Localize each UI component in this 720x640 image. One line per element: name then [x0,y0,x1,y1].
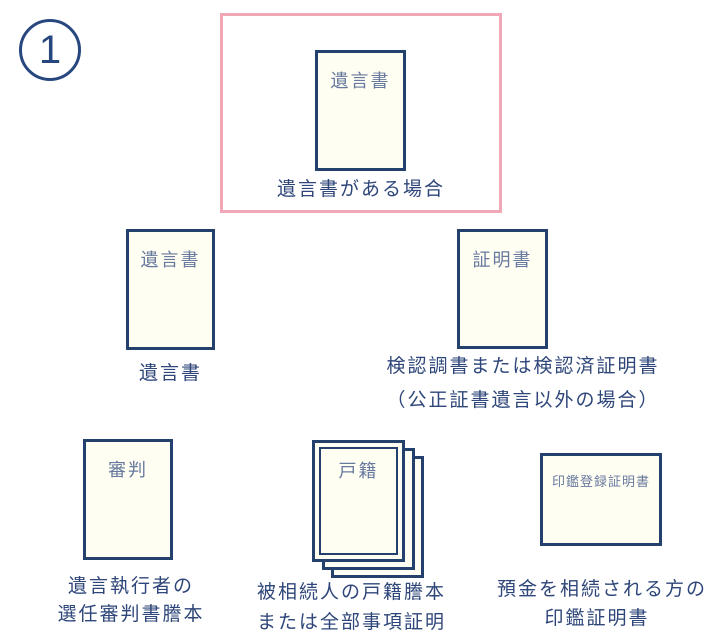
family-register-caption: 被相続人の戸籍謄本 または全部事項証明 [257,578,447,638]
document-label: 証明書 [472,250,533,270]
executor-appointment-caption: 遺言執行者の 選任審判書謄本 [41,573,221,629]
caption-line-1: 遺言執行者の [67,576,194,597]
document-label: 遺言書 [330,71,391,91]
will-exists-caption: 遺言書がある場合 [276,179,445,200]
will-document-icon: 遺言書 [315,50,406,171]
document-label: 遺言書 [140,250,201,270]
executor-appointment-document-icon: 審判 [83,439,173,560]
document-label: 審判 [108,460,148,480]
caption-line-1: 預金を相続される方の [497,579,708,600]
seal-registration-card-icon: 印鑑登録証明書 [540,453,662,546]
probate-certificate-document-icon: 証明書 [457,229,548,349]
document-label: 戸籍 [338,461,379,481]
caption-line-1: 被相続人の戸籍謄本 [257,582,447,603]
step-number: 1 [38,28,62,72]
step-number-badge: 1 [19,19,81,81]
caption-line-2: 選任審判書謄本 [57,604,205,625]
family-register-stacked-documents-icon: 戸籍 [312,440,425,578]
stack-paper-front: 戸籍 [312,440,405,562]
caption-line-2: 印鑑証明書 [544,608,650,629]
caption-line-2: （公正証書遺言以外の場合） [386,390,660,411]
will-copy-document-icon: 遺言書 [126,229,215,350]
probate-certificate-caption: 検認調書または検認済証明書 （公正証書遺言以外の場合） [373,350,673,418]
caption-line-1: 検認調書または検認済証明書 [386,356,660,377]
will-caption: 遺言書 [138,363,202,384]
will-exists-highlight-box [220,13,502,213]
seal-registration-caption: 預金を相続される方の 印鑑証明書 [497,575,708,633]
caption-line-2: または全部事項証明 [257,612,447,633]
document-label: 印鑑登録証明書 [551,474,650,489]
